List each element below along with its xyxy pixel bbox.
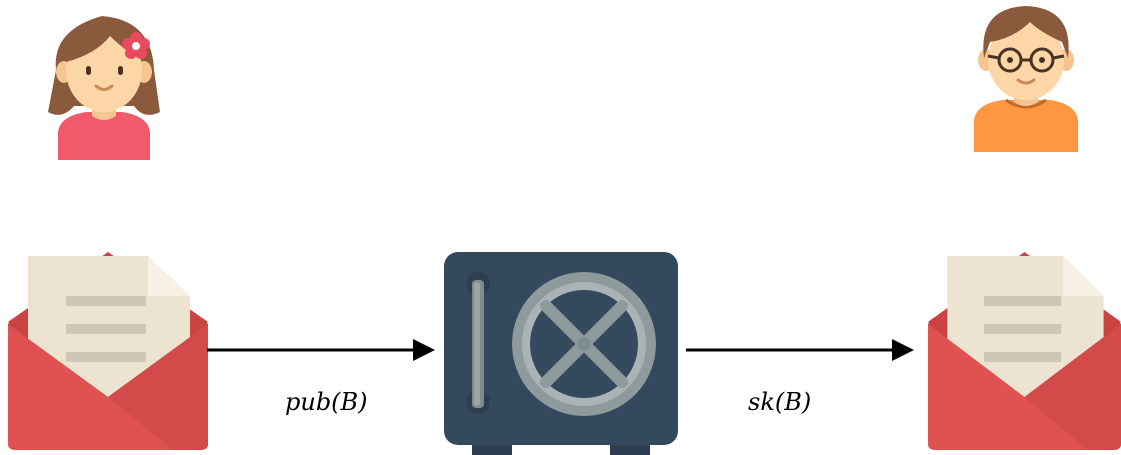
arrow-envelope-to-vault (207, 336, 437, 364)
safe-vault-icon (444, 252, 678, 455)
public-key-label: pub(B) (285, 388, 368, 416)
arrow-vault-to-envelope (686, 336, 916, 364)
girl-avatar-icon (44, 10, 164, 165)
boy-avatar-icon (970, 2, 1082, 154)
envelope-letter-icon (8, 252, 208, 452)
secret-key-label: sk(B) (748, 388, 812, 416)
envelope-letter-icon (928, 252, 1121, 452)
